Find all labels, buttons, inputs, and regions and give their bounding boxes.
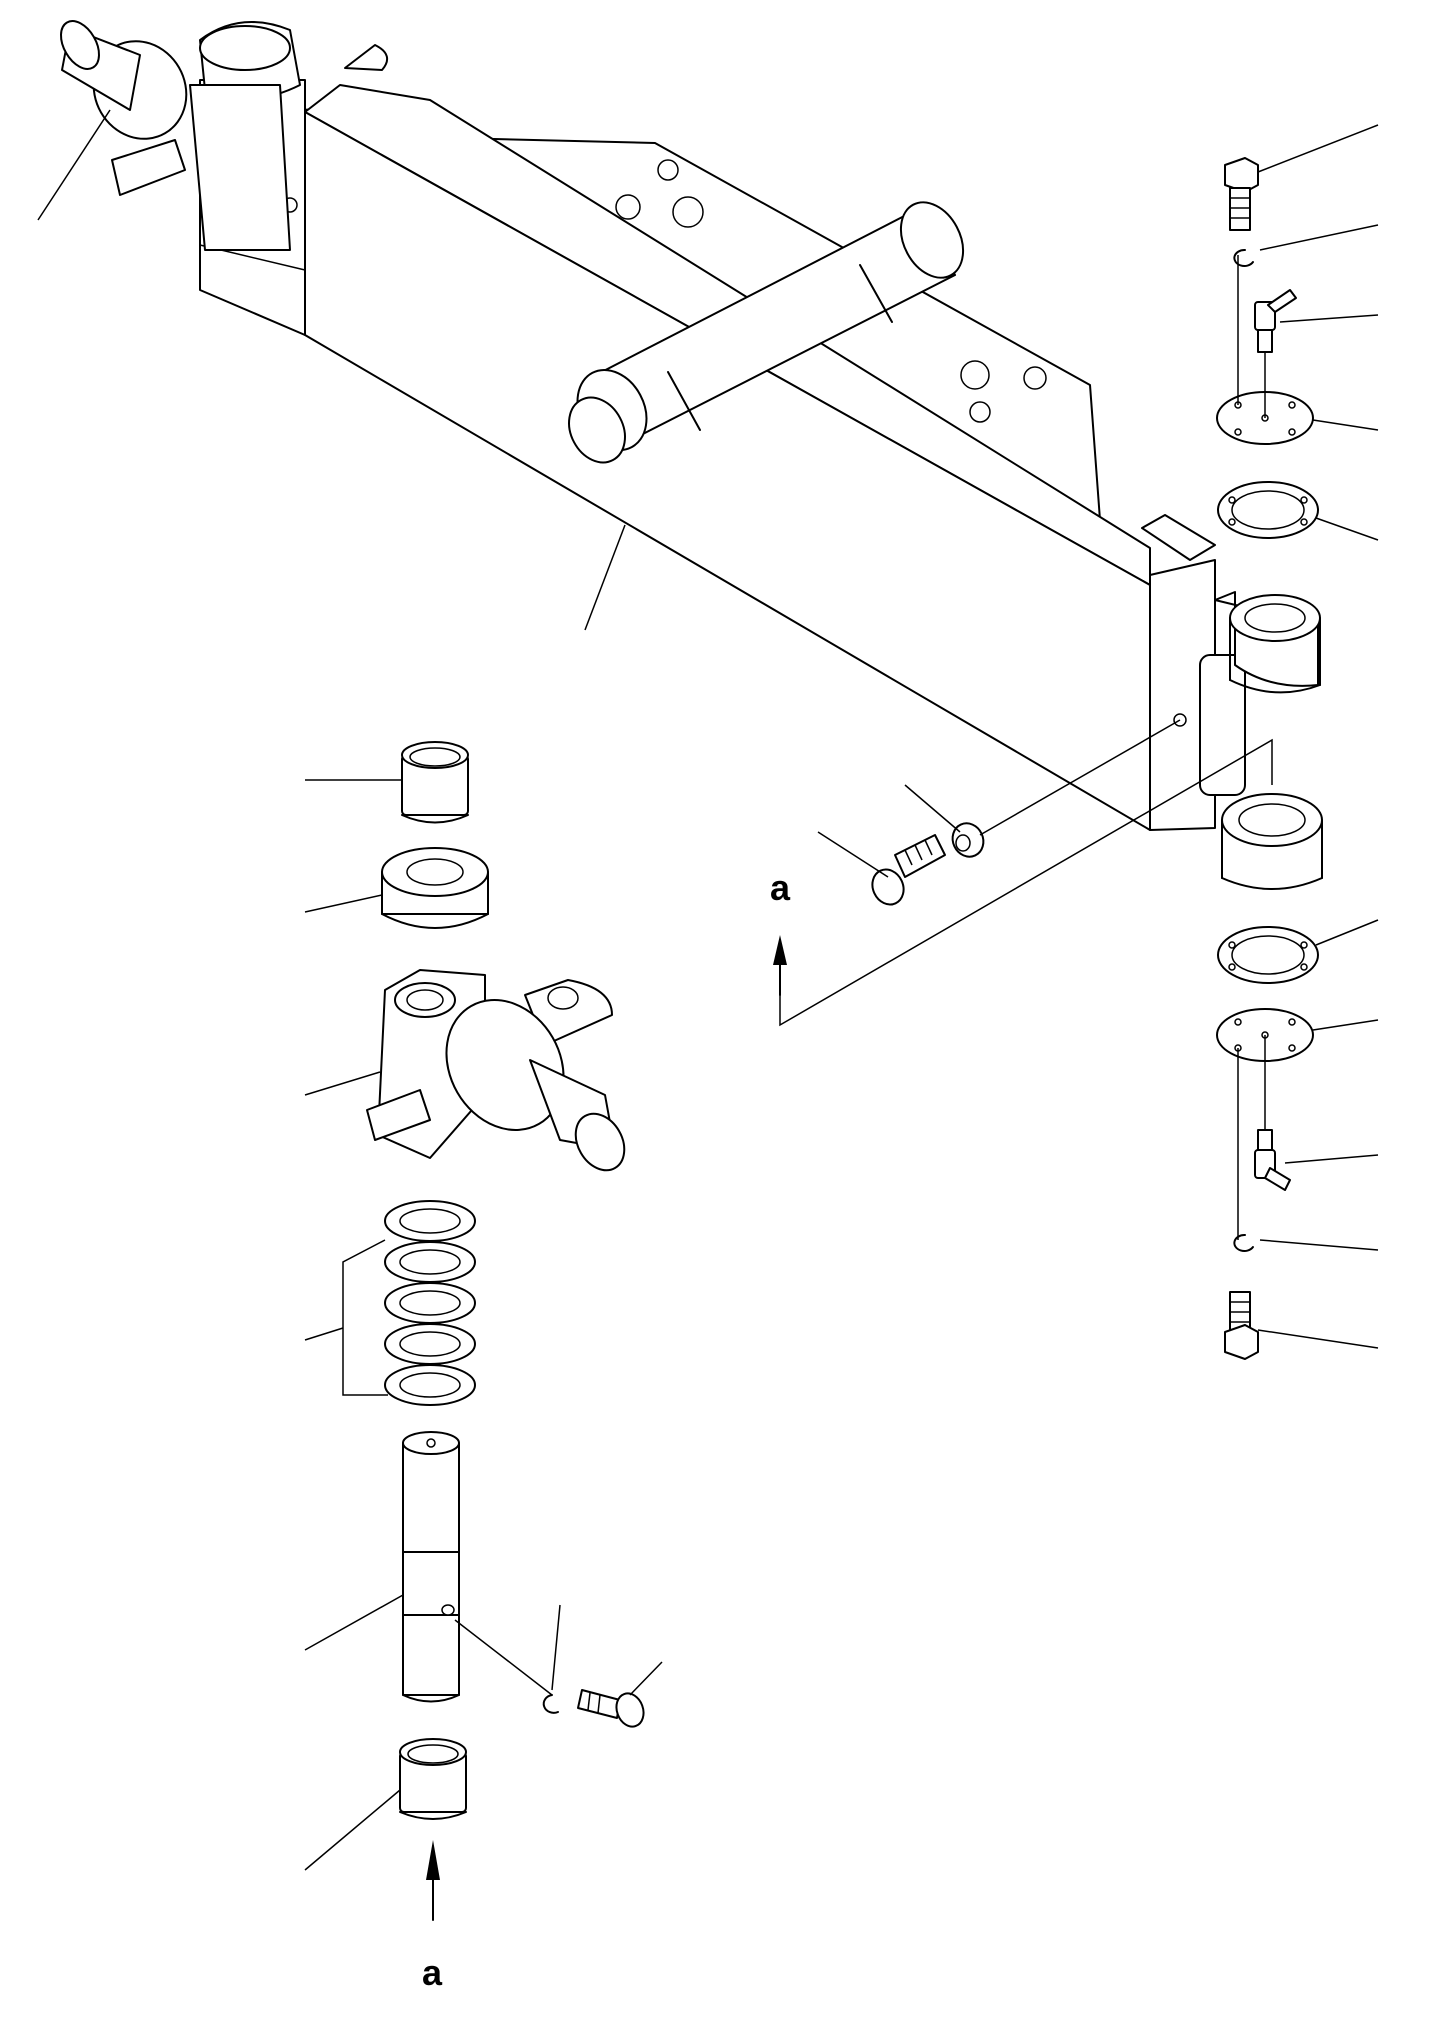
- view-arrow-lower: [426, 1840, 440, 1880]
- lower-grease-fitting: [1254, 1129, 1291, 1191]
- stopper-alignment-line: [979, 719, 1181, 836]
- upper-snap-ring: [1233, 248, 1254, 267]
- left-steering-knuckle: [60, 20, 291, 251]
- upper-grease-fitting: [1254, 289, 1297, 353]
- view-label-upper: a: [770, 867, 791, 908]
- upper-shim: [1217, 481, 1319, 539]
- lower-snap-ring: [1233, 1233, 1254, 1252]
- axle-beam: [199, 21, 1323, 890]
- shim-stack: [384, 1200, 476, 1406]
- view-a-path-upper: [779, 738, 1273, 1027]
- leader-lines: [37, 109, 1379, 1871]
- lower-shim: [1217, 926, 1319, 984]
- lower-bolt: [1224, 1291, 1259, 1360]
- upper-bolt: [1224, 157, 1259, 231]
- stopper-nut: [951, 822, 985, 858]
- thrust-bearing: [381, 847, 489, 929]
- lock-bolt: [577, 1689, 645, 1728]
- upper-needle-bearing: [401, 741, 469, 824]
- kingpin-snap-ring: [542, 1694, 559, 1714]
- stopper-bolt: [871, 834, 946, 906]
- steering-knuckle: [366, 969, 626, 1172]
- view-label-lower: a: [422, 1952, 443, 1993]
- view-arrow-upper: [773, 935, 787, 965]
- lower-needle-bearing: [399, 1738, 467, 1820]
- shim-bracket: [342, 1239, 388, 1396]
- lock-alignment-line: [454, 1619, 553, 1696]
- kingpin: [402, 1431, 460, 1703]
